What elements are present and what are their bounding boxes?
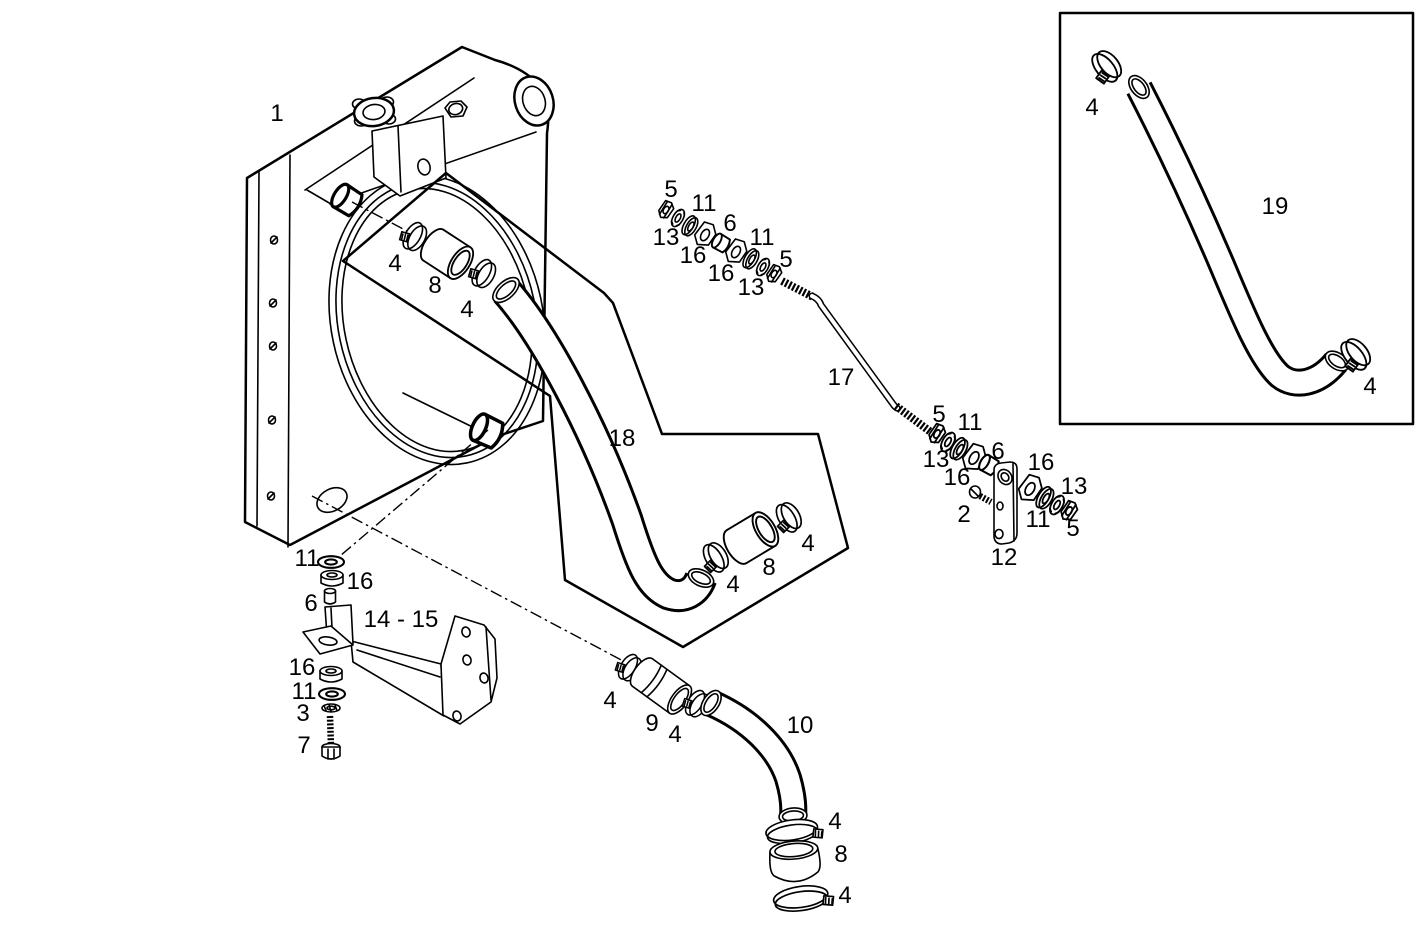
part-label-11-29: 11 [295, 545, 320, 572]
part-label-10-40: 10 [787, 712, 814, 739]
part-label-11-27: 11 [1026, 506, 1051, 533]
part-label-5-12: 5 [779, 246, 792, 273]
radiator-side-holes [266, 235, 279, 501]
part-label-16-7: 16 [680, 242, 707, 269]
hex-plug [444, 100, 468, 118]
screw-2 [968, 485, 993, 505]
top-lug-ring [513, 75, 555, 127]
panel-outline [341, 171, 850, 649]
sleeve-9-assembly [610, 648, 714, 722]
part-label-13-26: 13 [1061, 473, 1088, 500]
part-label-4-44: 4 [1085, 94, 1098, 121]
part-label-4-3: 4 [460, 296, 473, 323]
bracket-12 [993, 461, 1018, 545]
part-label-8-42: 8 [834, 841, 847, 868]
hose-10 [700, 689, 808, 825]
part-label-11-34: 11 [292, 678, 317, 705]
part-label-5-18: 5 [932, 401, 945, 428]
part-label-14-15-32: 14 - 15 [364, 606, 439, 633]
part-label-19-45: 19 [1262, 193, 1289, 220]
part-label-4-46: 4 [1363, 373, 1376, 400]
part-label-11-9: 11 [750, 224, 775, 251]
part-label-6-22: 6 [991, 438, 1004, 465]
part-label-16-10: 16 [708, 260, 735, 287]
part-label-13-11: 13 [738, 274, 765, 301]
part-label-16-30: 16 [347, 568, 374, 595]
clamp-sleeve-assembly-panel [694, 497, 807, 579]
filler-cap [351, 96, 397, 128]
washer-11 [317, 687, 347, 701]
mounting-tab [371, 115, 447, 197]
hose-clamp [771, 881, 836, 916]
bolt-7 [321, 715, 341, 760]
part-label-1-0: 1 [270, 100, 283, 127]
bottom-clamp-sleeve-stack [763, 815, 836, 916]
sleeve-8 [767, 838, 823, 885]
part-label-9-38: 9 [645, 710, 658, 737]
part-label-4-41: 4 [828, 808, 841, 835]
lock-washer-3 [321, 703, 341, 713]
bracket-upper-stack [316, 555, 346, 605]
part-label-17-13: 17 [828, 364, 855, 391]
spacer-16 [320, 569, 344, 587]
part-label-16-21: 16 [944, 464, 971, 491]
spacer-16 [319, 665, 343, 683]
part-label-16-25: 16 [1028, 449, 1055, 476]
hose-clamp [1083, 44, 1128, 91]
center-lines [311, 201, 628, 664]
part-label-5-28: 5 [1066, 515, 1079, 542]
hose-19 [1126, 74, 1350, 397]
part-label-8-2: 8 [428, 272, 441, 299]
part-label-4-37: 4 [603, 687, 616, 714]
part-label-6-8: 6 [723, 210, 736, 237]
inset-box [1058, 11, 1415, 426]
part-label-4-15: 4 [726, 571, 739, 598]
part-label-4-1: 4 [388, 250, 401, 277]
part-label-8-16: 8 [762, 554, 775, 581]
part-label-4-39: 4 [668, 721, 681, 748]
part-label-3-35: 3 [296, 700, 309, 727]
part-label-18-14: 18 [609, 425, 636, 452]
part-label-11-19: 11 [958, 409, 983, 436]
hose-18 [492, 276, 717, 613]
bracket-14-15 [302, 604, 498, 725]
tube-17 [780, 277, 935, 437]
bracket-lower-stack [317, 665, 347, 760]
part-label-5-4: 5 [664, 176, 677, 203]
part-label-4-17: 4 [801, 530, 814, 557]
part-label-13-20: 13 [923, 446, 950, 473]
part-label-7-36: 7 [297, 732, 310, 759]
washer-11 [316, 555, 346, 569]
part-label-4-43: 4 [838, 882, 851, 909]
stud-6 [323, 587, 337, 605]
part-label-13-6: 13 [653, 224, 680, 251]
part-label-11-5: 11 [692, 190, 717, 217]
part-label-6-31: 6 [304, 590, 317, 617]
part-label-12-24: 12 [991, 544, 1018, 571]
part-label-2-23: 2 [957, 501, 970, 528]
part-label-16-33: 16 [289, 654, 316, 681]
